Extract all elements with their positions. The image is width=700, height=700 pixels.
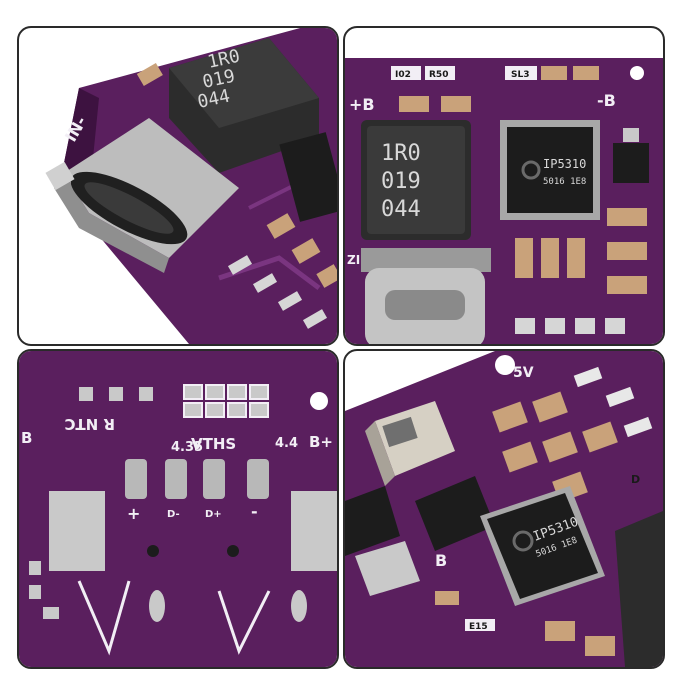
mounting-hole: [630, 66, 644, 80]
ip5310-chip: IP5310 5016 1E8: [500, 120, 600, 220]
silk-box: [465, 619, 495, 631]
capacitor: [291, 238, 321, 264]
capacitor: [567, 238, 585, 278]
panel-usb-c-closeup: 1R0 019 044 IN-: [17, 26, 339, 346]
mounting-hole: [310, 392, 328, 410]
capacitor: [316, 264, 337, 288]
silk-5v: 5V: [513, 365, 534, 381]
ip5310-chip: IP5310 5016 1E8: [480, 486, 605, 606]
capacitor: [545, 621, 575, 641]
transistor: [345, 486, 400, 556]
pad: [29, 585, 41, 599]
capacitor: [399, 96, 429, 112]
panel-board-bottom-side: R NTC 4.35 VTHS 4.4 B B+ + D- D+ -: [17, 349, 339, 669]
label-r50: R50: [429, 70, 448, 80]
label-vths: VTHS: [191, 435, 236, 453]
pad-minus-label: -: [251, 502, 258, 521]
usb-c-connector: [45, 118, 239, 273]
inductor-mark-3: 044: [381, 197, 421, 222]
slot-pad: [149, 590, 165, 622]
capacitor: [607, 276, 647, 294]
pad-dminus-label: D-: [167, 509, 180, 520]
silk-d: D: [631, 473, 640, 486]
usb-c-closeup-photo: 1R0 019 044 IN-: [45, 28, 337, 344]
panel-board-top-view: I02 R50 SL3 +B -B 1R0 019 044 IP5310 501…: [343, 26, 665, 346]
battery-pad: [355, 541, 420, 596]
capacitor: [585, 636, 615, 656]
transistor: [613, 143, 649, 183]
pad-row: [227, 255, 328, 329]
chip-closeup-photo: 5V D IP5310: [345, 351, 663, 667]
slot-pad: [291, 590, 307, 622]
label-b-minus: B: [21, 429, 32, 447]
label-4-4: 4.4: [275, 436, 298, 451]
pad-dplus-label: D+: [205, 509, 222, 520]
chip-mark-2: 5016 1E8: [543, 177, 586, 187]
board-top-view-photo: I02 R50 SL3 +B -B 1R0 019 044 IP5310 501…: [345, 58, 663, 344]
capacitor: [541, 238, 559, 278]
capacitor: [515, 238, 533, 278]
silk-b: B: [435, 551, 447, 570]
capacitor: [607, 208, 647, 226]
led-pads: [573, 366, 653, 438]
capacitor: [136, 62, 163, 87]
tact-switch: [365, 401, 455, 486]
usb-c-connector: [361, 248, 491, 344]
panel-chip-closeup: 5V D IP5310: [343, 349, 665, 669]
via: [227, 545, 239, 557]
inductor: [615, 511, 663, 667]
inductor-mark-2: 019: [381, 169, 421, 194]
capacitor: [541, 66, 567, 80]
label-b-plus: B+: [309, 433, 333, 451]
capacitor: [435, 591, 459, 605]
label-sl3: SL3: [511, 70, 529, 80]
silk-plus-b: +B: [349, 95, 375, 114]
pad-plus-label: +: [127, 504, 140, 523]
pad: [139, 387, 153, 401]
label-r-ntc: R NTC: [64, 415, 115, 433]
pad: [43, 607, 59, 619]
via: [147, 545, 159, 557]
usb-pads: [125, 459, 269, 499]
capacitor: [441, 96, 471, 112]
silk-minus-b: -B: [597, 91, 616, 110]
pad-row: [515, 318, 625, 334]
transistor: [415, 476, 495, 551]
battery-pad-right: [291, 491, 337, 571]
chip-mark-1: IP5310: [543, 157, 586, 171]
pad: [623, 128, 639, 142]
pad: [29, 561, 41, 575]
inductor: 1R0 019 044: [361, 120, 471, 240]
silk-outline: [77, 580, 271, 656]
solder-jumper-grid: [183, 384, 269, 418]
silk-box: [505, 66, 537, 80]
inductor: 1R0 019 044: [169, 38, 319, 173]
capacitor: [266, 213, 296, 239]
silk-box: [425, 66, 455, 80]
inductor-mark-1: 1R0: [381, 141, 421, 166]
ic-chip: [279, 132, 337, 222]
label-4-35: 4.35: [171, 440, 203, 455]
silk-e15: E15: [469, 622, 488, 632]
capacitor: [607, 242, 647, 260]
mounting-hole: [495, 355, 515, 375]
silk-box: [391, 66, 421, 80]
capacitor: [573, 66, 599, 80]
pad: [109, 387, 123, 401]
silk-label-zi: ZI: [347, 253, 360, 267]
label-i02: I02: [395, 70, 411, 80]
pad: [79, 387, 93, 401]
capacitor-cluster: [492, 391, 618, 503]
board-bottom-photo: R NTC 4.35 VTHS 4.4 B B+ + D- D+ -: [19, 351, 337, 667]
battery-pad-left: [49, 491, 105, 571]
